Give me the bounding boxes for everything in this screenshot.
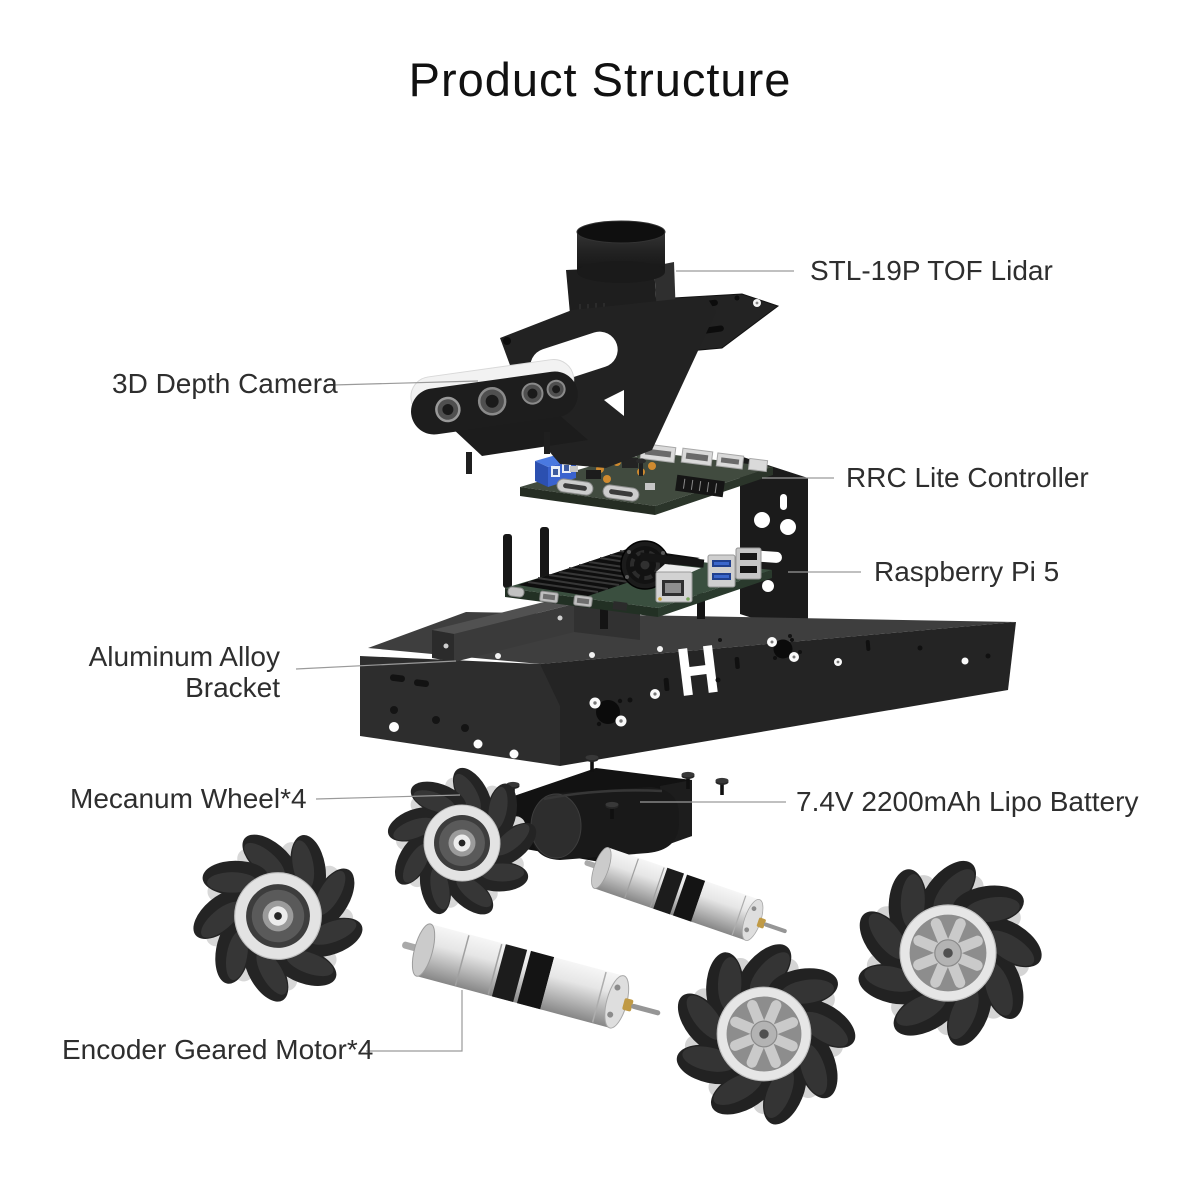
mecanum-wheel-2-illustration bbox=[168, 810, 389, 1028]
label-3d-depth-camera: 3D Depth Camera bbox=[112, 368, 338, 399]
leader-line-bracket bbox=[295, 660, 457, 670]
label-lipo-battery: 7.4V 2200mAh Lipo Battery bbox=[796, 786, 1139, 817]
label-aluminum-alloy-bracket: Aluminum Alloy Bracket bbox=[88, 641, 280, 703]
label-rrc-lite-controller: RRC Lite Controller bbox=[846, 462, 1089, 493]
leader-line-depth-camera bbox=[332, 380, 479, 386]
depth-camera-illustration bbox=[410, 358, 578, 435]
label-mecanum-wheel: Mecanum Wheel*4 bbox=[70, 783, 307, 814]
page-title: Product Structure bbox=[408, 53, 792, 106]
leader-line-motor bbox=[366, 990, 463, 1052]
geared-motor-1-illustration bbox=[577, 841, 795, 953]
label-stl-19p-tof-lidar: STL-19P TOF Lidar bbox=[810, 255, 1053, 286]
battery-illustration bbox=[506, 754, 729, 862]
label-raspberry-pi-5: Raspberry Pi 5 bbox=[874, 556, 1060, 587]
rear-mount-plate-illustration bbox=[740, 456, 808, 636]
leader-line-mecanum-wheel bbox=[315, 794, 461, 800]
mecanum-wheel-3-illustration bbox=[659, 934, 869, 1140]
mecanum-wheel-4-illustration bbox=[840, 850, 1055, 1062]
chassis-illustration bbox=[360, 600, 1016, 766]
raspberry-pi-illustration bbox=[503, 527, 772, 629]
geared-motor-2-illustration bbox=[394, 917, 668, 1041]
label-encoder-geared-motor: Encoder Geared Motor*4 bbox=[62, 1034, 374, 1065]
